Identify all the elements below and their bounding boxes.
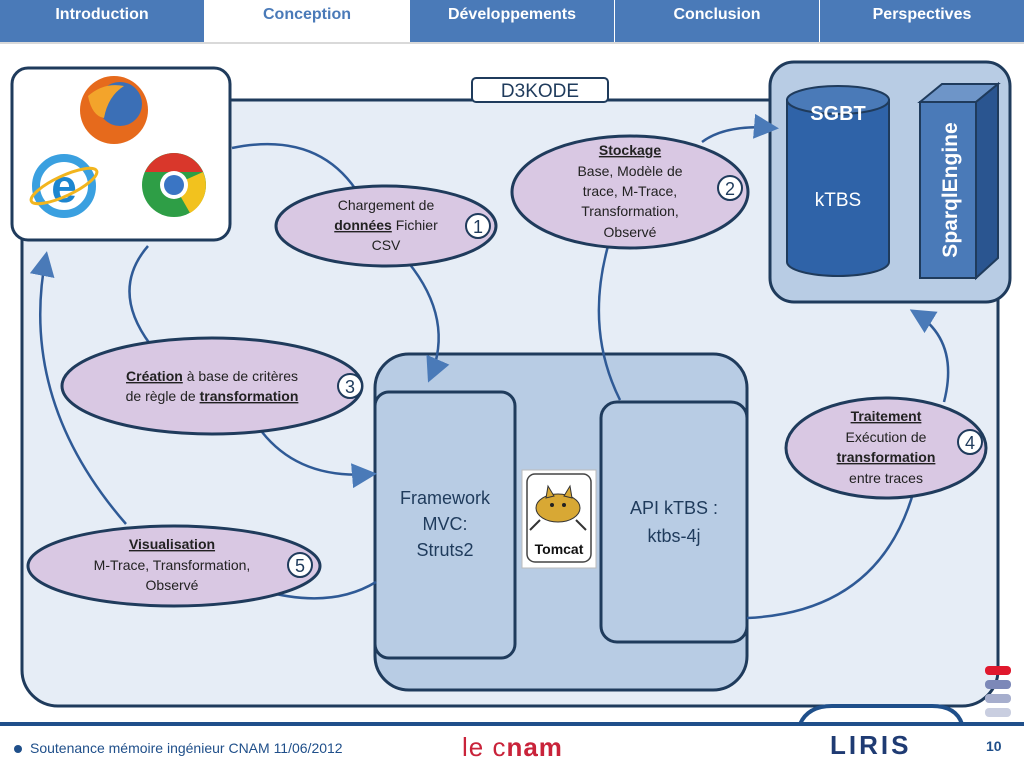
arrow-step1-to-framework <box>407 261 450 383</box>
step-1-number: 1 <box>473 217 483 237</box>
step-4-traitement: Traitement Exécution de transformation e… <box>784 396 988 500</box>
sgbt-label: SGBT <box>810 103 866 125</box>
step-3-number: 3 <box>345 377 355 397</box>
step-4-line-3: entre traces <box>849 470 923 486</box>
step-2-number: 2 <box>725 179 735 199</box>
liris-logo-text: LIRIS <box>830 730 912 760</box>
step-1-line-2: données Fichier <box>334 217 438 233</box>
arrow-step5-to-browsers <box>29 251 127 525</box>
step-5-number: 5 <box>295 556 305 576</box>
step-4-line-1: Exécution de <box>846 429 927 445</box>
bullet-icon <box>14 745 22 754</box>
step-4-title: Traitement <box>851 408 922 424</box>
d3kode-label: D3KODE <box>471 77 609 103</box>
footer-logo-tab <box>798 704 964 725</box>
step-2-stockage: Stockage Base, Modèle de trace, M-Trace,… <box>510 134 750 250</box>
step-3-line-2: de règle de transformation <box>126 388 299 404</box>
step-3-creation: Création à base de critères de règle de … <box>60 336 364 436</box>
step-5-visualisation: Visualisation M-Trace, Transformation, O… <box>26 524 322 608</box>
connector-api-to-step4 <box>746 489 916 620</box>
step-5-line-1: M-Trace, Transformation, <box>94 557 251 573</box>
decorative-stripes <box>985 666 1011 717</box>
arrow-step3-to-framework <box>261 431 377 489</box>
tab-developpements[interactable]: Développements <box>410 0 615 43</box>
ktbs-label: kTBS <box>815 190 861 211</box>
internet-explorer-icon: e <box>29 154 99 218</box>
step-3-line-1: Création à base de critères <box>126 368 298 384</box>
liris-logo: LIRIS <box>830 730 911 761</box>
step-1-donnees: données <box>334 217 392 233</box>
step-4-number: 4 <box>965 433 975 453</box>
footer-caption: Soutenance mémoire ingénieur CNAM 11/06/… <box>14 740 343 756</box>
footer-divider <box>0 722 1024 726</box>
step-3-criteres: à base de critères <box>183 368 298 384</box>
ktbs-cylinder: SGBT kTBS <box>786 85 890 277</box>
tomcat-logo: Tomcat <box>521 469 597 569</box>
framework-line-3: Struts2 <box>416 540 473 560</box>
arrow-step4-to-sgbt <box>909 309 950 403</box>
connector-api-to-step2 <box>597 245 622 401</box>
api-line-1: API kTBS : <box>630 498 718 518</box>
arrow-step2-to-sgbt <box>701 113 779 144</box>
page-number-text: 10 <box>986 738 1002 754</box>
step-4-line-2: transformation <box>837 449 936 465</box>
tab-perspectives[interactable]: Perspectives <box>872 6 972 23</box>
step-3-transformation: transformation <box>200 388 299 404</box>
step-1-line-3: CSV <box>372 237 401 253</box>
step-2-line-4: Observé <box>604 224 657 240</box>
sgbt-container: SGBT kTBS SparqlEngine <box>768 60 1012 304</box>
nav-divider <box>0 42 1024 44</box>
step-3-regle: de règle de <box>126 388 200 404</box>
step-2-line-2: trace, M-Trace, <box>583 183 677 199</box>
sparqlengine-label: SparqlEngine <box>939 122 962 257</box>
step-2-line-3: Transformation, <box>581 203 679 219</box>
footer-caption-text: Soutenance mémoire ingénieur CNAM 11/06/… <box>30 740 343 756</box>
tab-introduction[interactable]: Introduction <box>0 0 205 43</box>
top-nav: Introduction Conception Développements C… <box>0 0 1024 43</box>
page-number: 10 <box>986 738 1002 754</box>
api-line-2: ktbs-4j <box>647 526 700 546</box>
sparqlengine-box: SparqlEngine <box>917 81 1001 281</box>
connectors <box>29 113 950 620</box>
d3kode-title: D3KODE <box>501 81 579 102</box>
cnam-logo-nam: nam <box>506 732 563 762</box>
tomcat-cat-icon <box>529 484 587 531</box>
tomcat-label: Tomcat <box>535 541 584 557</box>
step-1-chargement: Chargement de données Fichier CSV 1 <box>274 184 498 268</box>
step-1-fichier: Fichier <box>392 217 438 233</box>
svg-text:e: e <box>51 160 77 212</box>
framework-line-2: MVC: <box>423 514 468 534</box>
browsers-box: e <box>10 66 232 242</box>
step-2-line-1: Base, Modèle de <box>577 163 682 179</box>
step-3-title: Création <box>126 368 183 384</box>
connector-step3-up <box>128 245 152 345</box>
step-1-line-1: Chargement de <box>338 197 435 213</box>
cnam-logo: le cnam <box>462 732 563 763</box>
cnam-logo-le: le c <box>462 732 507 762</box>
chrome-icon <box>142 153 206 217</box>
step-2-title: Stockage <box>599 142 661 158</box>
step-5-title: Visualisation <box>129 536 215 552</box>
tab-conclusion[interactable]: Conclusion <box>615 0 820 43</box>
connector-browser-to-step1 <box>231 142 362 197</box>
tab-conception[interactable]: Conception <box>205 0 410 43</box>
api-ktbs-box: API kTBS : ktbs-4j <box>599 400 749 644</box>
framework-line-1: Framework <box>400 488 491 508</box>
framework-box: Framework MVC: Struts2 <box>373 390 517 660</box>
step-5-line-2: Observé <box>146 577 199 593</box>
firefox-icon <box>80 76 148 144</box>
